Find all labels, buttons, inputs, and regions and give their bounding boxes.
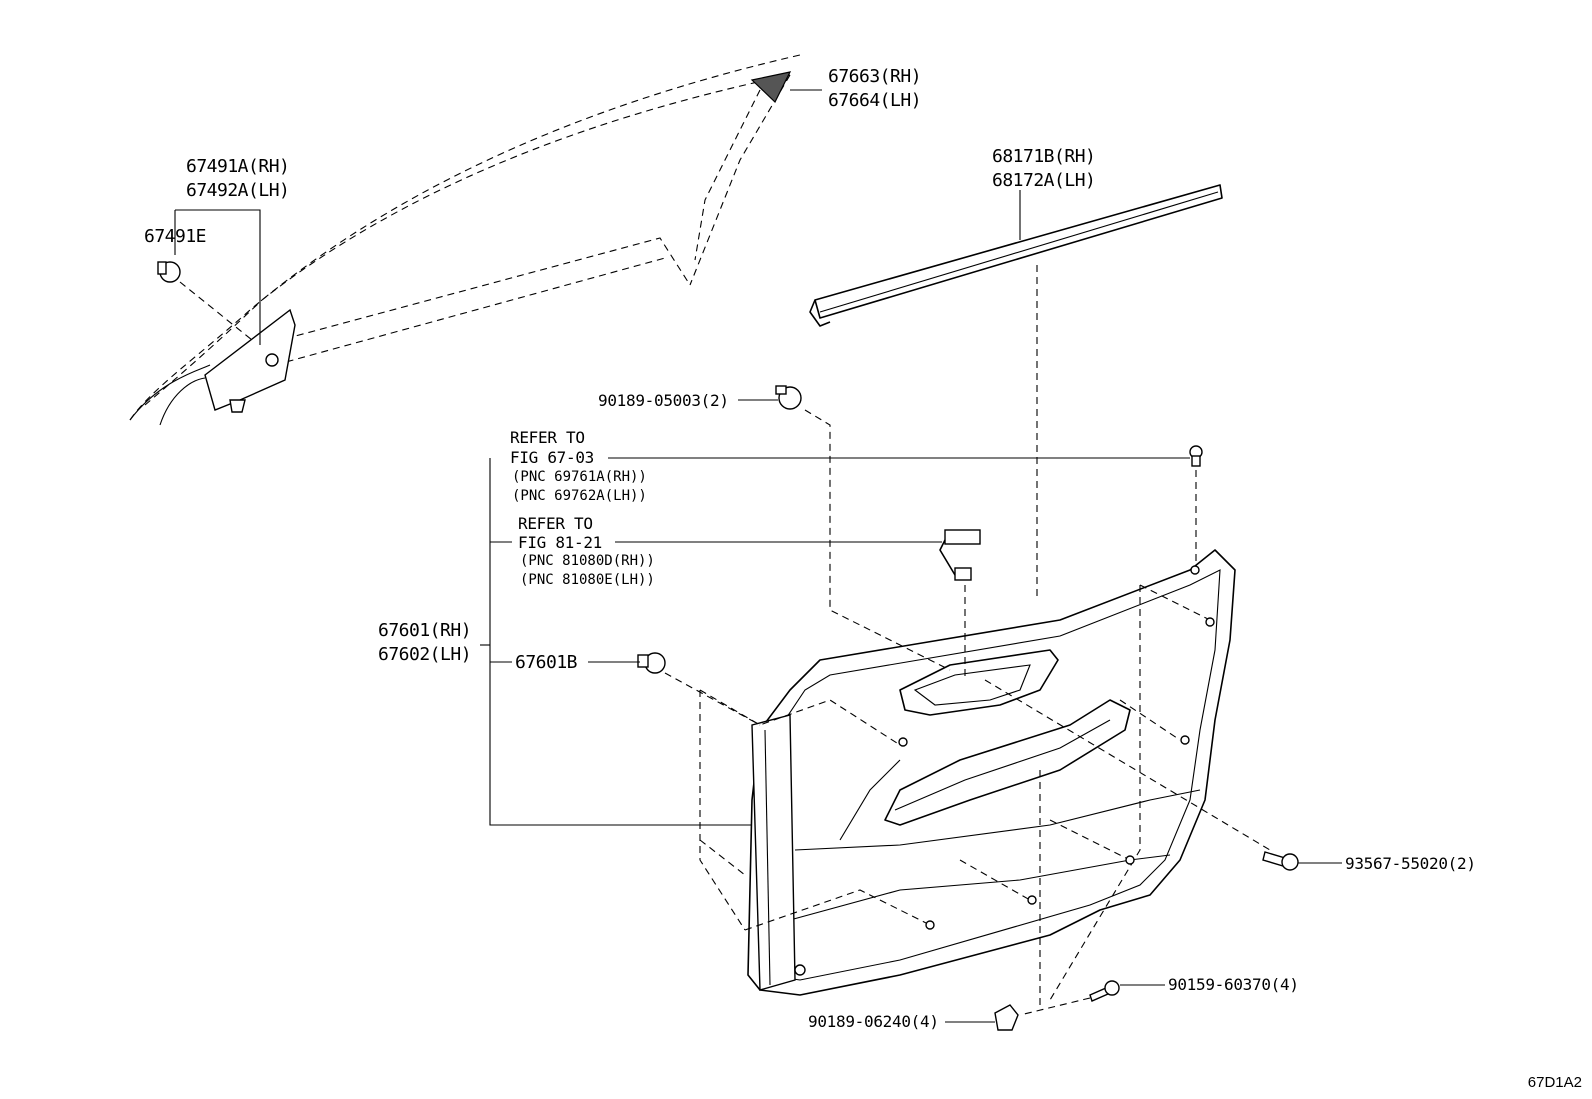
- panel-clip-holes: [794, 565, 1215, 976]
- clip-90189-06240: [994, 1004, 1019, 1031]
- pnc-69762a: (PNC 69762A(LH)): [512, 488, 647, 504]
- refer-fig-81-21: FIG 81-21: [518, 533, 602, 552]
- belt-moulding-68171b: [809, 184, 1223, 327]
- label-67491a: 67491A(RH): [186, 156, 290, 177]
- clip-67601b: [637, 652, 666, 674]
- label-67491e: 67491E: [144, 226, 207, 247]
- clip-90189-05003: [775, 385, 802, 410]
- label-90159-60370: 90159-60370(4): [1168, 975, 1299, 994]
- refer-fig-67-03: FIG 67-03: [510, 448, 594, 467]
- refer-to-label-1: REFER TO: [510, 428, 585, 447]
- door-trim-panel: [747, 549, 1236, 996]
- figure-code: 67D1A2: [1527, 1074, 1582, 1091]
- pnc-81080d: (PNC 81080D(RH)): [520, 553, 655, 569]
- window-frame-outline: [129, 54, 801, 421]
- clip-67491e: [157, 261, 181, 283]
- pnc-81080e: (PNC 81080E(LH)): [520, 572, 655, 588]
- label-93567-55020: 93567-55020(2): [1345, 854, 1476, 873]
- refer-to-label-2: REFER TO: [518, 514, 593, 533]
- label-67601b: 67601B: [515, 652, 578, 673]
- screw-93567: [1262, 851, 1299, 871]
- label-90189-06240: 90189-06240(4): [808, 1012, 939, 1031]
- mirror-garnish-67491a: [204, 308, 296, 413]
- screw-90159: [1089, 980, 1120, 1002]
- label-90189-05003: 90189-05003(2): [598, 391, 729, 410]
- screw-top-right: [1189, 445, 1203, 467]
- label-67663: 67663(RH): [828, 66, 922, 87]
- label-67664: 67664(LH): [828, 90, 922, 111]
- clip-location-dashes: [699, 584, 1271, 1005]
- label-68171b: 68171B(RH): [992, 146, 1096, 167]
- pnc-69761a: (PNC 69761A(RH)): [512, 469, 647, 485]
- label-67602: 67602(LH): [378, 644, 472, 665]
- switch-harness: [939, 529, 981, 581]
- label-68172a: 68172A(LH): [992, 170, 1096, 191]
- label-67492a: 67492A(LH): [186, 180, 290, 201]
- corner-piece-67663: [750, 71, 792, 103]
- label-67601: 67601(RH): [378, 620, 472, 641]
- pillar-edge: [129, 364, 211, 426]
